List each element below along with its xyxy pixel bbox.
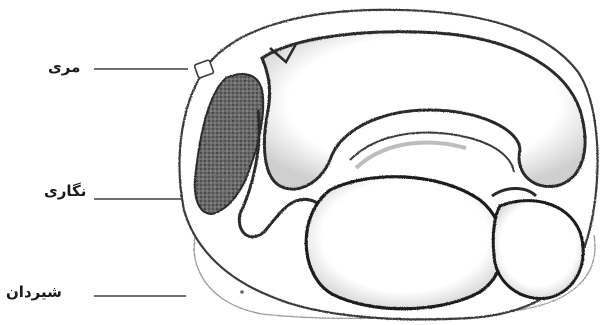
wall-mark xyxy=(240,290,244,294)
lower-right-chamber xyxy=(493,201,583,299)
label-gizzard: شیردان xyxy=(6,283,62,301)
label-crop: نگاری xyxy=(44,182,86,200)
lower-left-chamber xyxy=(306,177,503,309)
label-esophagus: مری xyxy=(48,58,80,76)
